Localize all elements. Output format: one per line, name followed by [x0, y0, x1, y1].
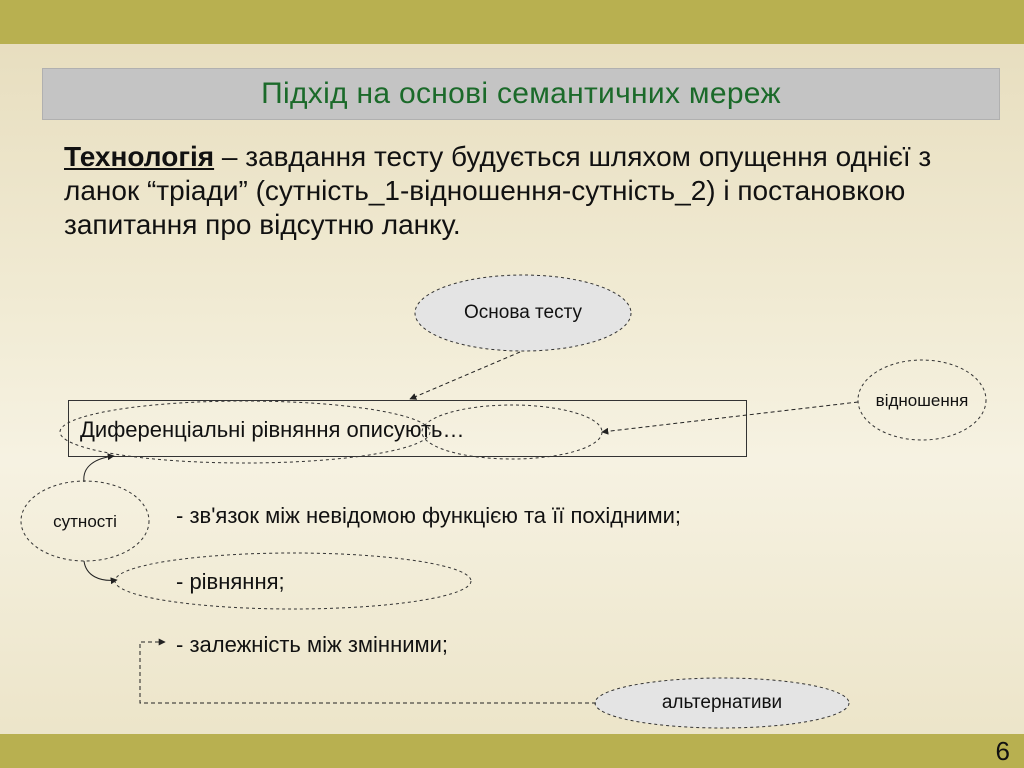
list-item-3: - залежність між змінними;	[176, 632, 449, 657]
relation-node-ellipse	[857, 359, 987, 441]
entities-node-ellipse	[20, 480, 150, 562]
alternatives-arrow	[139, 638, 596, 704]
main-statement-box	[68, 400, 747, 457]
slide-title: Підхід на основі семантичних мереж	[42, 68, 1000, 120]
intro-paragraph: Технологія – завдання тесту будується шл…	[64, 140, 964, 242]
main-statement-text: Диференціальні рівняння описують…	[80, 417, 465, 442]
basis-node-label: Основа тесту	[463, 302, 583, 323]
bottom-band	[0, 734, 1024, 768]
intro-term: Технологія	[64, 141, 215, 172]
slide-title-text: Підхід на основі семантичних мереж	[261, 77, 781, 110]
basis-arrow	[409, 351, 521, 400]
entities-to-entity1-arrow	[83, 453, 115, 483]
top-band	[0, 0, 1024, 44]
page-number: 6	[995, 736, 1010, 766]
list-item-1: - зв'язок між невідомою функцією та її п…	[176, 503, 682, 528]
relation-node-label: відношення	[875, 391, 969, 410]
intro-text: – завдання тесту будується шляхом опущен…	[64, 141, 932, 240]
basis-node-ellipse	[414, 274, 632, 352]
entity1-highlight-ellipse	[59, 400, 431, 464]
list-item-2: - рівняння;	[176, 569, 285, 594]
item2-highlight-ellipse	[114, 552, 472, 610]
relation-highlight-ellipse	[421, 404, 603, 460]
alternatives-node-label: альтернативи	[661, 692, 783, 713]
relation-arrow	[601, 401, 859, 435]
entities-to-item2-arrow	[83, 560, 118, 585]
entities-node-label: сутності	[53, 512, 117, 531]
